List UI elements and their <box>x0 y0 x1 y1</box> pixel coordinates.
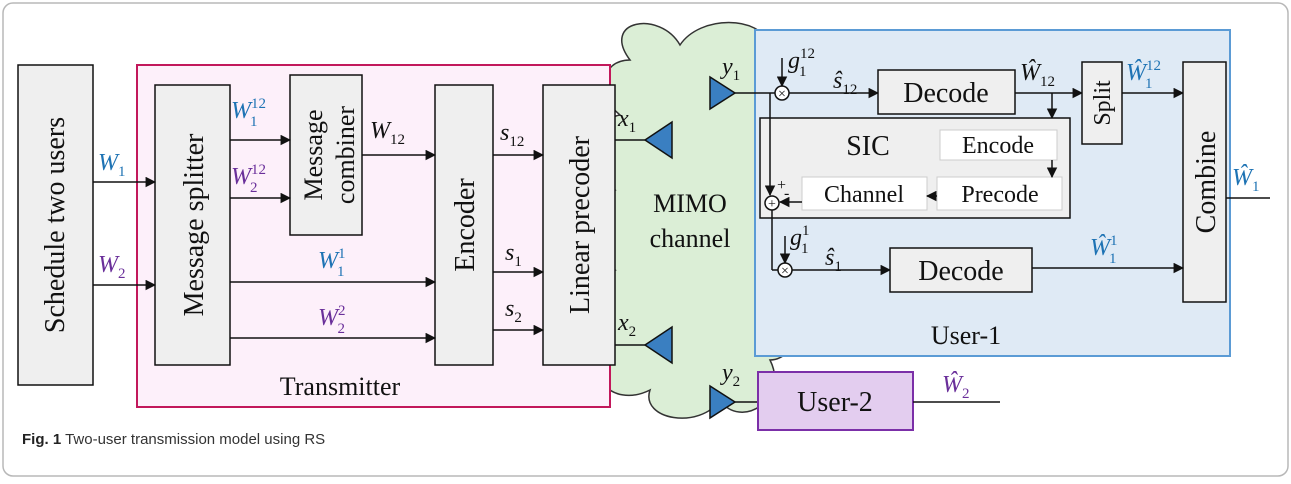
figure-caption-label: Fig. 1 <box>22 431 62 448</box>
sic-channel-label: Channel <box>824 182 904 208</box>
label-s12: s12 <box>500 120 524 150</box>
label-s1-hat: ŝ1 <box>825 245 842 275</box>
label-x2: x2 <box>617 310 636 340</box>
label-s1: s1 <box>505 240 522 270</box>
user1-label: User-1 <box>931 321 1001 350</box>
label-y2: y2 <box>720 360 740 390</box>
mimo-label-line2: channel <box>650 224 731 253</box>
precoder-label: Linear precoder <box>565 135 596 314</box>
sic-encode-label: Encode <box>962 133 1034 159</box>
encoder-label: Encoder <box>450 178 481 272</box>
combiner-label-line1: Message <box>299 110 328 201</box>
label-w12-hat: Ŵ12 <box>1020 59 1055 90</box>
label-y1: y1 <box>720 54 740 84</box>
label-w12: W12 <box>370 118 405 148</box>
label-x1: x1 <box>617 106 636 136</box>
sic-label: SIC <box>846 131 890 162</box>
label-w1-in: W1 <box>98 150 126 180</box>
label-w1-hat-out: Ŵ1 <box>1232 164 1260 195</box>
precoder-block <box>542 84 616 366</box>
adder-plus-sign: + <box>777 177 786 194</box>
splitter-label: Message splitter <box>179 133 210 316</box>
decode-top-label: Decode <box>903 78 989 109</box>
tx-antenna-1-icon <box>643 120 673 160</box>
label-s12-hat: ŝ12 <box>833 68 857 98</box>
mimo-label-line1: MIMO <box>653 189 727 218</box>
label-w2-in: W2 <box>98 252 126 282</box>
split-block <box>1081 61 1123 145</box>
sic-channel-block <box>801 176 928 211</box>
figure-caption-text: Two-user transmission model using RS <box>65 431 326 448</box>
combine-block <box>1182 61 1227 303</box>
combiner-label-line2: combiner <box>331 106 360 205</box>
splitter-block <box>154 84 231 366</box>
combiner-block <box>289 74 363 236</box>
figure-caption: Fig. 1 Two-user transmission model using… <box>22 431 325 448</box>
schedule-label: Schedule two users <box>40 117 71 333</box>
decode-bottom-label: Decode <box>918 256 1004 287</box>
user2-block <box>757 371 914 431</box>
transmitter-label: Transmitter <box>280 372 401 401</box>
adder-minus-sign: - <box>784 185 789 202</box>
user2-label: User-2 <box>797 387 873 418</box>
multiplier-2-glyph: × <box>781 264 789 279</box>
label-s2: s2 <box>505 296 522 326</box>
tx-antenna-2-icon <box>643 325 673 365</box>
label-w2-hat-out: Ŵ2 <box>942 371 970 402</box>
rx-antenna-1-icon <box>709 75 737 111</box>
sic-encode-block <box>939 129 1058 161</box>
decode-top-block <box>877 69 1016 115</box>
multiplier-1-glyph: × <box>778 87 786 102</box>
encoder-block <box>434 84 494 366</box>
adder-glyph: + <box>768 197 776 212</box>
schedule-block <box>17 64 94 386</box>
outer-border <box>2 2 1289 477</box>
decode-bottom-block <box>889 247 1033 293</box>
split-label: Split <box>1090 80 1116 126</box>
sic-precode-block <box>936 176 1063 211</box>
combine-label: Combine <box>1191 131 1222 234</box>
sic-precode-label: Precode <box>961 182 1038 208</box>
rx-antenna-2-icon <box>709 384 737 420</box>
